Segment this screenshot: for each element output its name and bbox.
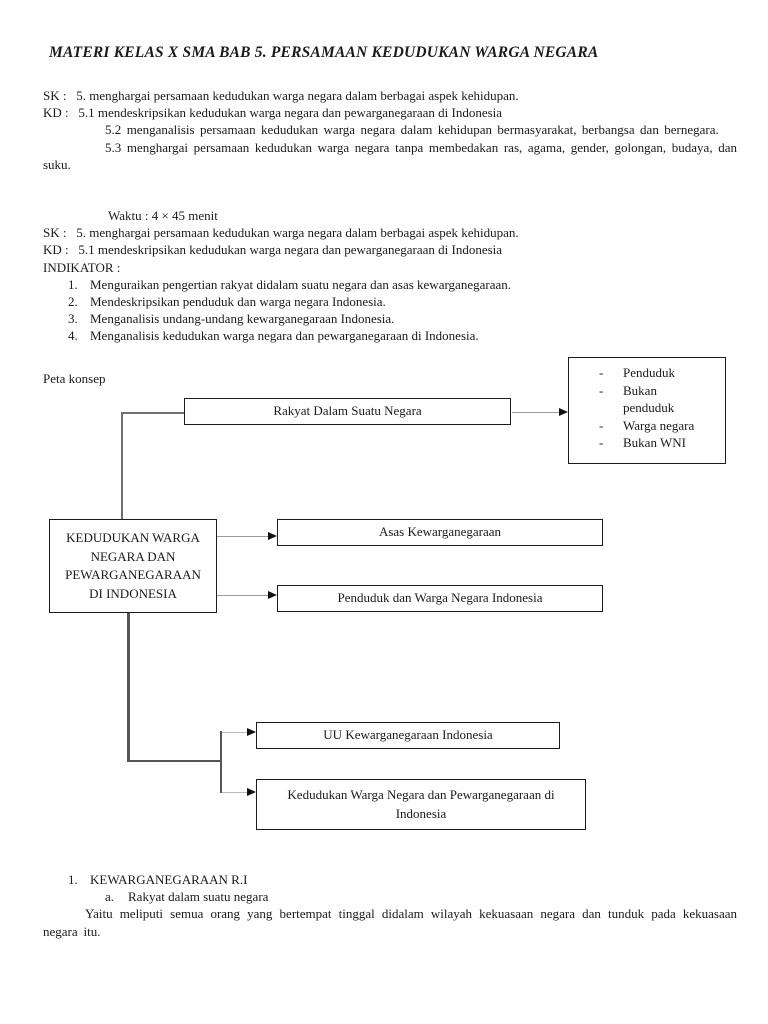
connector-root-penduduk (217, 594, 269, 596)
indikator-heading: INDIKATOR : (43, 259, 121, 275)
kd-5-2: 5.2 menganalisis persamaan kedudukan war… (105, 122, 719, 138)
list-marker: 3. (68, 311, 78, 327)
peta-konsep-label: Peta konsep (43, 371, 106, 386)
list-item: 2. Mendeskripsikan penduduk dan warga ne… (68, 293, 737, 310)
arrowhead-population-icon (559, 408, 568, 417)
list-item: - Penduduk (599, 364, 694, 382)
list-text: Bukan penduduk (623, 382, 675, 416)
arrowhead-kedudukan-icon (247, 787, 256, 796)
arrowhead-penduduk-icon (268, 590, 277, 599)
arrowhead-asas-icon (268, 531, 277, 540)
kd-line-2: KD : 5.1 mendeskripsikan kedudukan warga… (43, 242, 503, 258)
section-paragraph: Yaitu meliputi semua orang yang bertempa… (43, 906, 737, 939)
kd-line: KD : 5.1 mendeskripsikan kedudukan warga… (43, 105, 503, 121)
connector-root-trunk-v (127, 611, 130, 762)
connector-root-trunk-h (127, 759, 222, 762)
list-marker: 4. (68, 328, 78, 344)
list-text: Menguraikan pengertian rakyat didalam su… (90, 276, 511, 292)
dash-marker: - (599, 382, 604, 398)
list-item: - Bukan WNI (599, 434, 694, 452)
connector-root-rakyat-h (121, 411, 185, 414)
section-item-1a: a. Rakyat dalam suatu negara (105, 888, 737, 905)
node-asas: Asas Kewarganegaraan (277, 519, 603, 546)
page-title: MATERI KELAS X SMA BAB 5. PERSAMAAN KEDU… (49, 44, 599, 61)
list-text: Bukan WNI (623, 435, 686, 450)
section-subheading: Rakyat dalam suatu negara (128, 889, 269, 905)
sk-line-2: SK : 5. menghargai persamaan kedudukan w… (43, 225, 519, 241)
connector-branch-v (220, 731, 222, 793)
connector-root-asas (217, 535, 269, 537)
dash-marker: - (599, 417, 604, 433)
list-text: Mendeskripsikan penduduk dan warga negar… (90, 294, 386, 310)
list-marker: a. (105, 889, 115, 905)
list-text: Menganalisis undang-undang kewarganegara… (90, 311, 395, 327)
section-item-1: 1. KEWARGANEGARAAN R.I (68, 871, 737, 888)
connector-rakyat-population (512, 412, 560, 414)
indikator-block: Waktu : 4 × 45 menit SK : 5. menghargai … (43, 207, 737, 345)
list-item: - Bukan penduduk (599, 382, 694, 417)
connector-kedudukan (222, 791, 248, 793)
list-item: 1. Menguraikan pengertian rakyat didalam… (68, 276, 737, 293)
node-kedudukan: Kedudukan Warga Negara dan Pewarganegara… (256, 779, 586, 830)
waktu-line: Waktu : 4 × 45 menit (108, 208, 218, 223)
connector-uu (222, 731, 248, 733)
list-marker: 1. (68, 276, 78, 292)
node-root: KEDUDUKAN WARGA NEGARA DAN PEWARGANEGARA… (49, 519, 217, 613)
list-text: Penduduk (623, 365, 675, 380)
dash-marker: - (599, 365, 604, 380)
section-kewarganegaraan: 1. KEWARGANEGARAAN R.I a. Rakyat dalam s… (43, 871, 737, 940)
list-marker: 1. (68, 872, 78, 887)
node-rakyat: Rakyat Dalam Suatu Negara (184, 398, 511, 425)
sk-kd-block: SK : 5. menghargai persamaan kedudukan w… (43, 87, 737, 173)
sk-line: SK : 5. menghargai persamaan kedudukan w… (43, 88, 519, 103)
connector-root-rakyat-v (121, 411, 123, 520)
list-item: - Warga negara (599, 417, 694, 435)
node-penduduk-wni: Penduduk dan Warga Negara Indonesia (277, 585, 603, 612)
list-text: Warga negara (623, 417, 695, 433)
list-marker: 2. (68, 294, 78, 310)
list-text: Menganalisis kedudukan warga negara dan … (90, 328, 479, 344)
list-item: 4. Menganalisis kedudukan warga negara d… (68, 327, 737, 344)
list-item: 3. Menganalisis undang-undang kewarganeg… (68, 310, 737, 327)
node-uu: UU Kewarganegaraan Indonesia (256, 722, 560, 749)
indicator-list: 1. Menguraikan pengertian rakyat didalam… (43, 276, 737, 345)
population-list: - Penduduk - Bukan penduduk - Warga nega… (569, 364, 694, 452)
node-population-types: - Penduduk - Bukan penduduk - Warga nega… (568, 357, 726, 464)
dash-marker: - (599, 435, 604, 450)
arrowhead-uu-icon (247, 727, 256, 736)
section-heading: KEWARGANEGARAAN R.I (90, 872, 248, 887)
kd-5-3: 5.3 menghargai persamaan kedudukan warga… (43, 139, 737, 172)
